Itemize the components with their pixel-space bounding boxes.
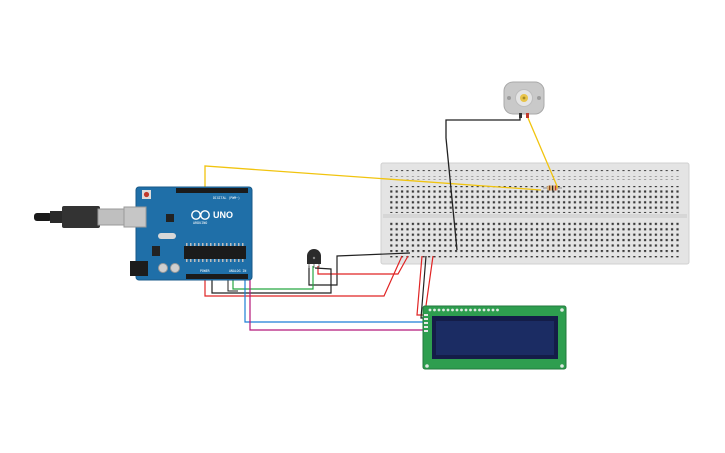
temperature-sensor-icon[interactable] (307, 249, 321, 268)
breadboard-terminal-upper (390, 186, 680, 213)
lcd-mount-hole (560, 364, 564, 368)
reset-button-cap (143, 191, 150, 198)
usb-chip-icon (166, 214, 174, 222)
regulator-icon (152, 246, 160, 256)
power-jack-icon (130, 261, 148, 276)
lcd-pin-header (428, 308, 499, 312)
lcd-display-icon[interactable] (422, 305, 567, 370)
crystal-icon (158, 233, 176, 239)
breadboard-rail-top-1 (390, 170, 680, 174)
board-model-label: UNO (213, 210, 233, 220)
wire-red-lcd-power[interactable] (416, 255, 425, 316)
wire-red-5v[interactable] (204, 255, 403, 297)
wire-yellow-resistor-motor[interactable] (527, 117, 558, 188)
wire-green-sensor-signal[interactable] (232, 266, 314, 290)
microcontroller-chip (184, 246, 246, 259)
analog-header-label: ANALOG IN (229, 269, 246, 273)
arduino-pcb (135, 186, 253, 281)
lcd-side-pins (424, 314, 428, 332)
wire-black-analog-stub[interactable] (227, 280, 238, 292)
resistor-icon[interactable] (543, 185, 562, 191)
board-brand-label: ARDUINO (193, 221, 207, 225)
breadboard-rail-bottom-1 (390, 250, 680, 254)
arduino-uno-board[interactable]: UNO ARDUINO DIGITAL (PWM~) POWER ANALOG … (123, 186, 253, 281)
capacitor-icon (170, 263, 180, 273)
power-analog-header[interactable] (186, 274, 248, 279)
usb-jack-icon (123, 206, 147, 228)
wires (204, 117, 558, 331)
wire-blue-lcd[interactable] (244, 280, 425, 323)
breadboard[interactable] (380, 162, 690, 265)
arduino-logo-icon (191, 210, 210, 220)
wire-yellow-arduino-resistor[interactable] (204, 165, 542, 191)
power-header-label: POWER (200, 269, 210, 273)
digital-header-label: DIGITAL (PWM~) (213, 196, 240, 200)
wire-black-motor-ground[interactable] (445, 118, 521, 251)
breadboard-center-channel (383, 214, 687, 218)
wire-black-sensor-ground[interactable] (308, 252, 411, 286)
breadboard-terminal-lower (390, 220, 680, 247)
lcd-screen (436, 321, 554, 355)
wire-black-gnd[interactable] (211, 267, 332, 294)
dc-motor-icon[interactable] (503, 81, 545, 118)
breadboard-rail-bottom-2 (390, 256, 680, 260)
capacitor-icon (158, 263, 168, 273)
wire-magenta-lcd[interactable] (249, 280, 425, 331)
chip-pins (186, 243, 244, 262)
wire-red-sensor-power[interactable] (317, 255, 409, 275)
digital-header[interactable] (176, 188, 248, 193)
lcd-mount-hole (560, 308, 564, 312)
lcd-mount-hole (425, 364, 429, 368)
breadboard-rail-top-2 (390, 176, 680, 180)
usb-cable-icon[interactable] (34, 206, 125, 228)
